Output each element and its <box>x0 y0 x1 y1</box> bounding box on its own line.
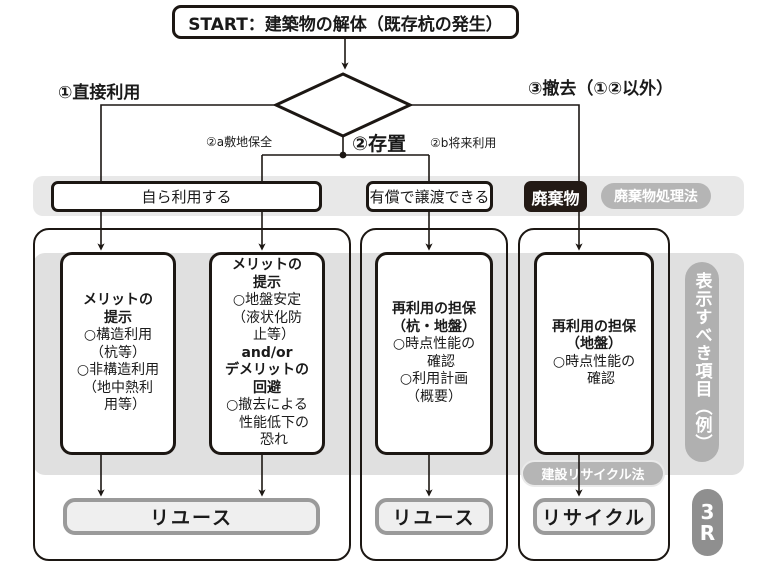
box-own-use: 自ら利用する <box>51 181 322 212</box>
card-merit-structural-items: ○構造利用 （杭等） ○非構造利用 （地中熱利 用等） <box>76 327 160 414</box>
card-reuse-pile-ground-heading: 再利用の担保 （杭・地盤） <box>392 301 476 335</box>
card-reuse-ground-heading: 再利用の担保 （地盤） <box>552 318 636 353</box>
card-merit-ground-connector: and/or <box>241 344 293 361</box>
badge-construction-recycling-law: 建設リサイクル法 <box>523 462 663 485</box>
badge-3r-top: 3 <box>700 499 715 524</box>
branch-label-direct-use: ①直接利用 <box>58 83 141 103</box>
box-own-use-label: 自ら利用する <box>141 188 232 206</box>
result-reuse-left: リユース <box>63 498 320 535</box>
side-label-display-items-text: 表示すべき項目（例） <box>691 272 712 452</box>
card-merit-ground-heading2: デメリットの 回避 <box>225 362 309 396</box>
badge-waste-management-law-label: 廃棄物処理法 <box>614 189 698 205</box>
result-reuse-left-label: リユース <box>149 507 234 529</box>
card-reuse-ground: 再利用の担保 （地盤） ○時点性能の 確認 <box>534 252 654 455</box>
decision-label-text: 判断 <box>327 100 358 118</box>
branch-label-removal: ③撤去（①②以外） <box>528 79 674 99</box>
decision-diamond-label: 判断 <box>285 98 401 119</box>
box-waste-label: 廃棄物 <box>531 188 580 208</box>
box-waste: 廃棄物 <box>524 181 587 212</box>
badge-3r-bottom: R <box>699 520 716 545</box>
container-transfer <box>360 228 508 561</box>
card-merit-structural: メリットの 提示 ○構造利用 （杭等） ○非構造利用 （地中熱利 用等） <box>60 252 176 455</box>
badge-construction-recycling-law-label: 建設リサイクル法 <box>541 468 645 483</box>
badge-waste-management-law: 廃棄物処理法 <box>601 183 711 209</box>
card-reuse-ground-items: ○時点性能の 確認 <box>552 353 636 388</box>
branch-label-future-use: ②b将来利用 <box>430 136 497 150</box>
start-box: START：建築物の解体（既存杭の発生） <box>172 5 519 39</box>
side-label-display-items: 表示すべき項目（例） <box>685 262 719 462</box>
box-paid-transfer: 有償で譲渡できる <box>366 181 493 212</box>
container-direct-use <box>33 228 351 561</box>
card-merit-ground-items2: ○撤去による 性能低下の 恐れ <box>226 397 309 449</box>
branch-label-retain: ②存置 <box>352 133 407 155</box>
result-recycle-label: リサイクル <box>541 507 647 529</box>
card-merit-ground-items: ○地盤安定 （液状化防 止等） <box>232 292 302 344</box>
card-reuse-pile-ground: 再利用の担保 （杭・地盤） ○時点性能の 確認 ○利用計画 （概要） <box>375 252 493 455</box>
container-waste <box>518 228 670 561</box>
card-merit-ground-heading: メリットの 提示 <box>232 257 302 291</box>
card-merit-ground: メリットの 提示 ○地盤安定 （液状化防 止等） and/or デメリットの 回… <box>209 252 325 455</box>
result-reuse-mid: リユース <box>375 498 493 535</box>
result-reuse-mid-label: リユース <box>392 507 476 529</box>
box-paid-transfer-label: 有償で譲渡できる <box>369 188 490 206</box>
badge-3r: 3 R <box>692 489 723 556</box>
result-recycle: リサイクル <box>533 498 655 535</box>
card-merit-structural-heading: メリットの 提示 <box>83 292 153 326</box>
branch-label-site-preservation: ②a敷地保全 <box>206 135 273 149</box>
card-reuse-pile-ground-items: ○時点性能の 確認 ○利用計画 （概要） <box>392 336 476 405</box>
start-label: START：建築物の解体（既存杭の発生） <box>188 14 503 35</box>
